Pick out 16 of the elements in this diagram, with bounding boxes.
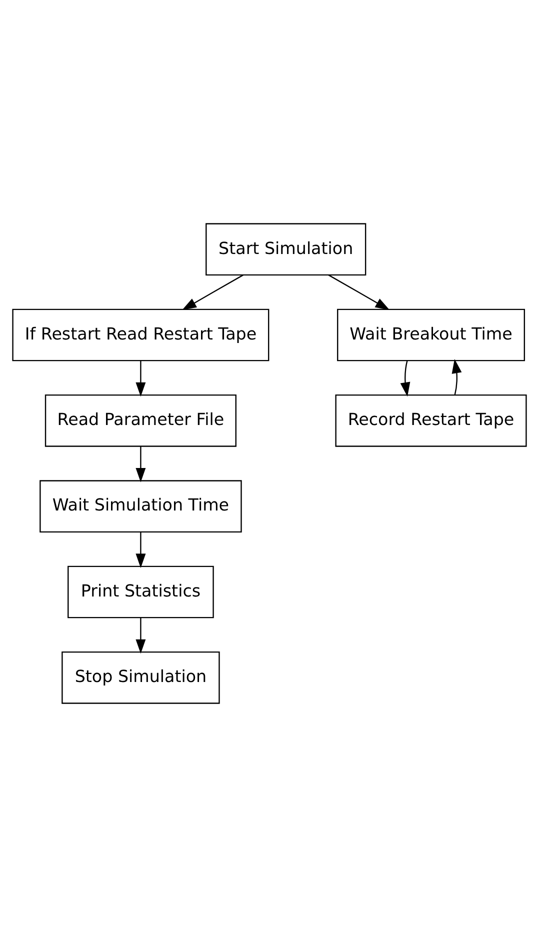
node-box: Read Parameter File	[44, 394, 236, 446]
node-box: Wait Breakout Time	[337, 308, 525, 361]
arrow	[136, 617, 146, 654]
node-box: Wait Simulation Time	[40, 480, 242, 532]
arrow	[328, 274, 390, 310]
arrow	[182, 274, 244, 310]
arrow	[136, 446, 146, 482]
arrow	[136, 360, 146, 396]
arrow	[400, 360, 410, 396]
node-box: If Restart Read Restart Tape	[12, 308, 270, 361]
node-box: Record Restart Tape	[335, 394, 527, 446]
node-box: Print Statistics	[68, 565, 214, 618]
arrow	[452, 358, 462, 394]
node-box: Stop Simulation	[62, 650, 220, 704]
node-box: Start Simulation	[206, 222, 366, 276]
arrow	[136, 532, 146, 568]
